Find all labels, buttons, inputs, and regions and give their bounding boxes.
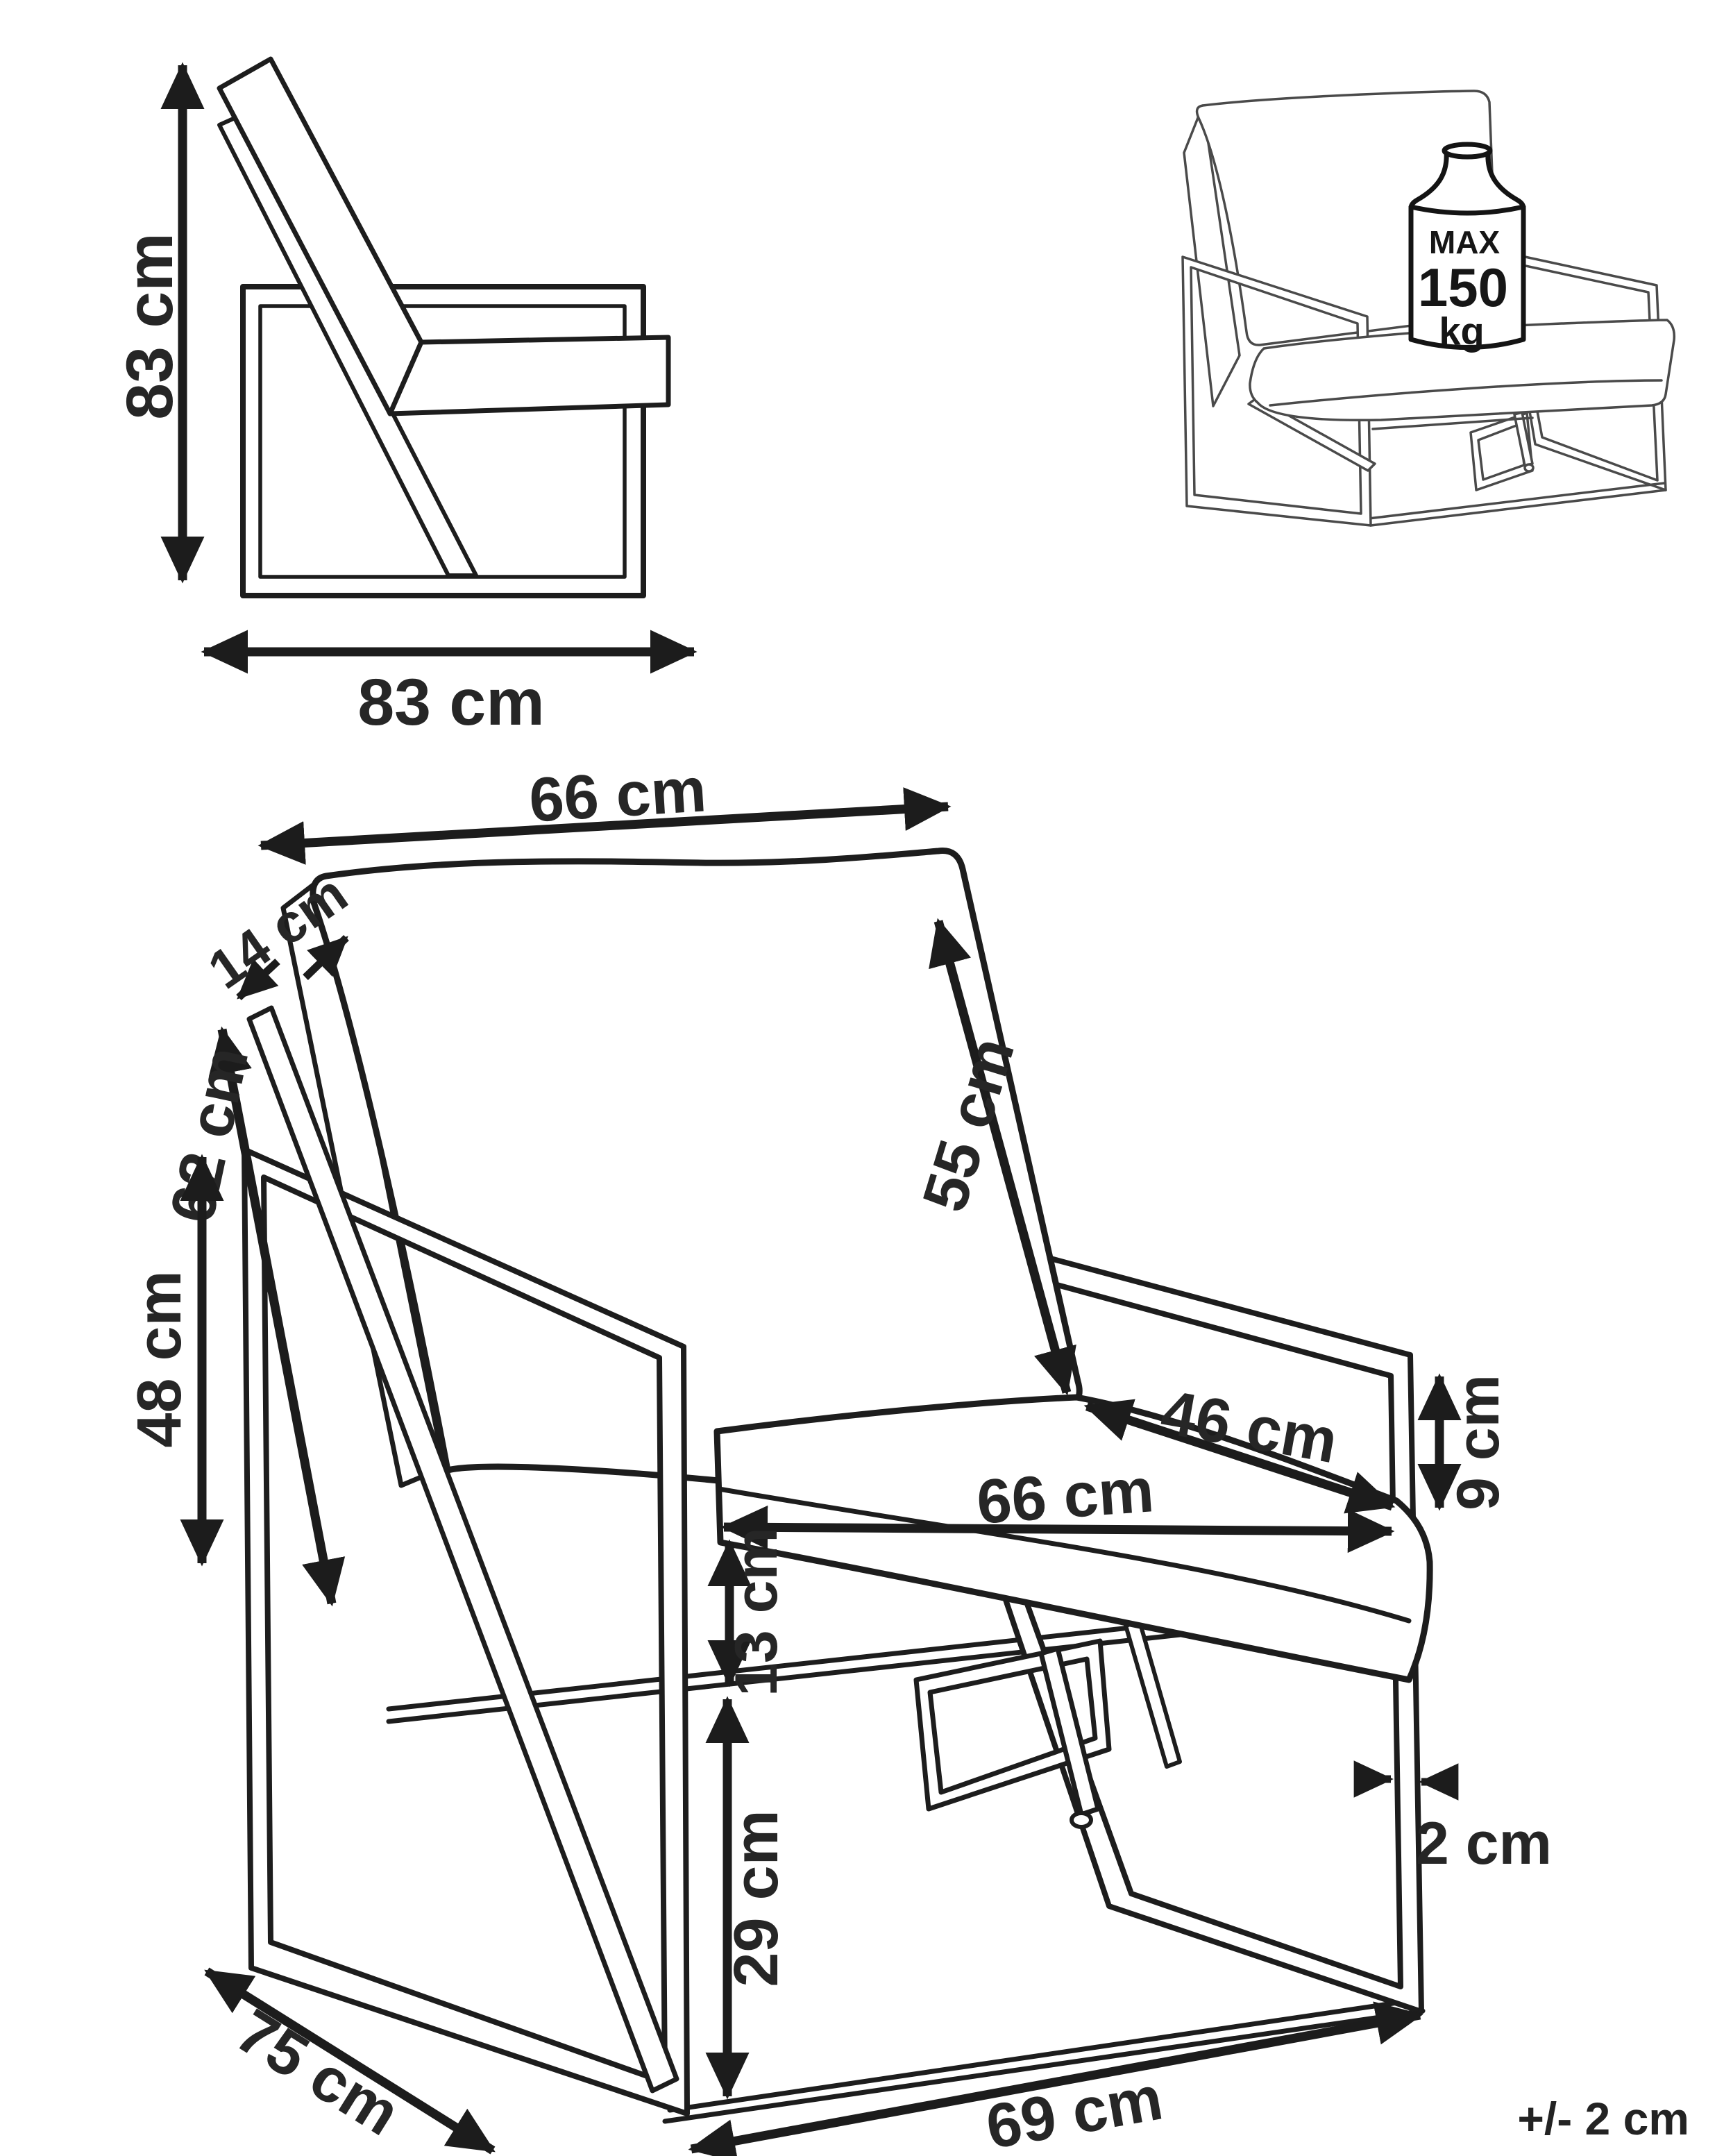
isometric-view: MAX 150 kg (1181, 90, 1676, 527)
dim-seat-width-label: 66 cm (974, 1456, 1156, 1538)
dim-side-depth-arrow (204, 1967, 496, 2155)
dim-front-width: 69 cm (688, 2001, 1423, 2156)
dim-armrest-above-seat: 9 cm (1417, 1373, 1512, 1511)
dim-armrest-height-label: 48 cm (125, 1270, 194, 1447)
load-badge-max: MAX (1429, 224, 1501, 260)
rear-brace (1038, 1646, 1101, 1817)
weight-icon: MAX 150 kg (1408, 142, 1526, 353)
dim-seat-cushion-thickness: 13 cm (707, 1527, 790, 1696)
sketch-seat-crease (1269, 379, 1663, 407)
sketch-left-arm-frame (1181, 255, 1372, 527)
weight-top-rim (1442, 142, 1493, 160)
tolerance-note: +/- 2 cm (1517, 2093, 1689, 2144)
dim-seat-width-arrow (720, 1505, 1395, 1553)
side-frame-inner (258, 304, 627, 579)
sketch-platform-rail (1371, 416, 1534, 430)
dim-front-width-arrow (688, 2001, 1423, 2156)
weight-body (1408, 149, 1526, 350)
dim-side-width-label: 83 cm (357, 666, 544, 739)
rear-brace-2 (1124, 1619, 1182, 1769)
dim-seat-width: 66 cm (720, 1456, 1395, 1553)
side-view: 83 cm 83 cm (113, 56, 698, 739)
dim-under-seat-height-label: 29 cm (722, 1810, 791, 1987)
dim-side-height: 83 cm (113, 62, 205, 584)
load-badge-value: 150 (1418, 257, 1508, 318)
dim-backrest-width-label: 66 cm (527, 755, 709, 835)
dim-under-seat-height: 29 cm (705, 1696, 791, 2100)
dim-front-width-label: 69 cm (981, 2064, 1168, 2156)
dim-side-height-label: 83 cm (113, 233, 187, 419)
dim-frame-tube-label: 2 cm (1416, 1810, 1552, 1877)
backrest-upright-strip (246, 1005, 679, 2094)
dim-side-width: 83 cm (201, 630, 698, 739)
dim-backrest-cushion-length-arrow (929, 918, 1076, 1396)
dim-seat-depth-arrow (1083, 1399, 1396, 1514)
rear-brace-foot (1070, 1811, 1093, 1829)
main-view (242, 848, 1433, 2124)
side-seat-cushion (387, 335, 671, 416)
dim-armrest-height: 48 cm (125, 1154, 224, 1567)
dim-armrest-above-seat-label: 9 cm (1445, 1374, 1512, 1510)
dim-backrest-width-arrow (257, 787, 952, 865)
sketch-brace-foot (1523, 463, 1535, 473)
dim-side-depth-label: 75 cm (224, 1996, 411, 2149)
weight-shoulder-line (1408, 204, 1526, 216)
dim-backrest-thickness-arrow-a (303, 935, 349, 980)
dim-frame-tube-thickness: 2 cm (1353, 1760, 1552, 1877)
load-badge-unit: kg (1439, 310, 1484, 353)
dim-backrest-frame-length-arrow (208, 1026, 346, 1607)
dim-backrest-width: 66 cm (257, 755, 952, 865)
dim-backrest-thickness-arrow-b (236, 958, 280, 1001)
dim-seat-cushion-thickness-label: 13 cm (723, 1527, 790, 1696)
sketch-floor-rail (1367, 482, 1667, 527)
